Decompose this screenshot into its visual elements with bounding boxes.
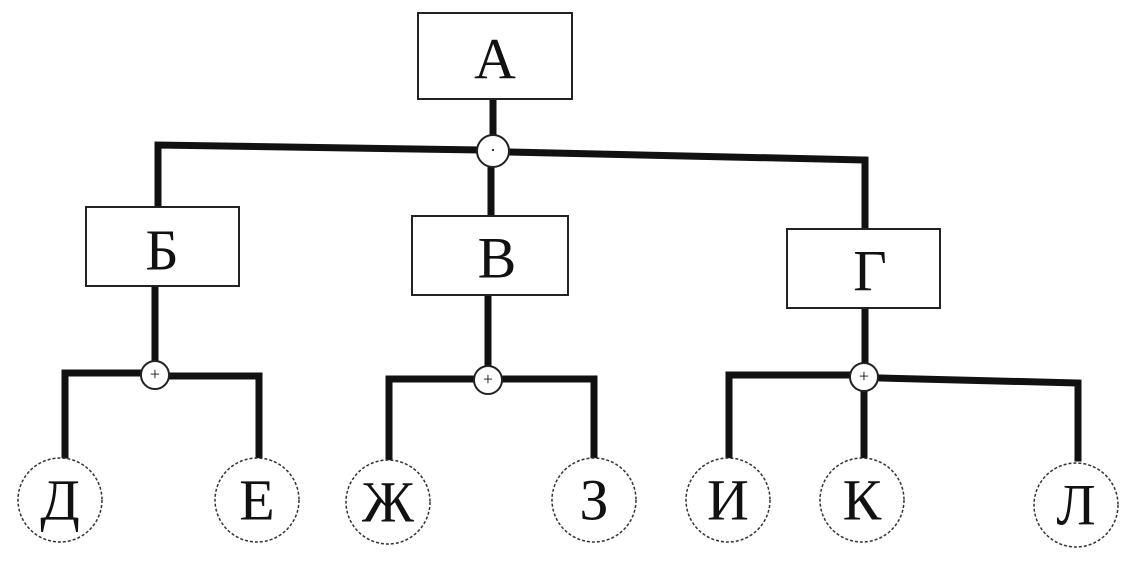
edge-op-d	[61, 369, 144, 459]
leaf-i-circle	[685, 457, 771, 543]
edge-op-g	[506, 148, 869, 232]
edge-op-z	[500, 375, 598, 462]
leaf-k: К	[819, 457, 905, 543]
operator-or-b-circle	[140, 360, 170, 390]
node-g: Г	[786, 228, 941, 309]
operator-and: ·	[476, 134, 510, 168]
edge-op-l	[877, 374, 1082, 462]
node-a-label: А	[474, 27, 516, 92]
node-v-label: В	[478, 226, 517, 291]
leaf-l-circle	[1033, 462, 1119, 548]
edge-op-i	[725, 371, 852, 462]
node-g-label: Г	[853, 239, 887, 304]
leaf-k-circle	[819, 457, 905, 543]
leaf-zh-label: Ж	[362, 470, 414, 535]
operator-or-v-circle	[473, 365, 503, 395]
edge-op-b	[154, 141, 482, 209]
operator-and-circle	[476, 134, 510, 168]
leaf-z-label: З	[579, 468, 608, 533]
connectors	[61, 94, 1082, 464]
node-v-box	[411, 215, 569, 296]
node-b-box	[85, 206, 240, 287]
operator-or-g: +	[849, 362, 879, 392]
leaf-d-label: Д	[40, 468, 80, 533]
leaf-k-label: К	[843, 468, 882, 533]
node-b: Б	[85, 206, 240, 287]
leaf-l: Л	[1033, 462, 1119, 548]
node-a: А	[417, 12, 573, 100]
operator-or-b-symbol: +	[150, 364, 160, 384]
operator-or-g-symbol: +	[859, 366, 869, 386]
leaf-z-circle	[551, 457, 637, 543]
operator-and-symbol: ·	[490, 140, 496, 160]
leaf-e-label: Е	[239, 468, 274, 533]
leaf-i-label: И	[707, 468, 749, 533]
operator-or-v: +	[473, 365, 503, 395]
operator-or-v-symbol: +	[483, 369, 493, 389]
leaf-zh: Ж	[345, 459, 431, 545]
node-a-box	[417, 12, 573, 100]
node-b-label: Б	[145, 218, 178, 283]
leaf-l-label: Л	[1056, 473, 1095, 538]
edge-op-zh	[385, 375, 476, 464]
operator-or-b: +	[140, 360, 170, 390]
leaf-e: Е	[214, 457, 300, 543]
leaf-e-circle	[214, 457, 300, 543]
leaf-d-circle	[17, 457, 103, 543]
operator-or-g-circle	[849, 362, 879, 392]
edge-op-e	[167, 372, 263, 459]
leaf-z: З	[551, 457, 637, 543]
leaf-d: Д	[17, 457, 103, 543]
leaf-zh-circle	[345, 459, 431, 545]
leaf-i: И	[685, 457, 771, 543]
node-v: В	[411, 215, 569, 296]
node-g-box	[786, 228, 941, 309]
